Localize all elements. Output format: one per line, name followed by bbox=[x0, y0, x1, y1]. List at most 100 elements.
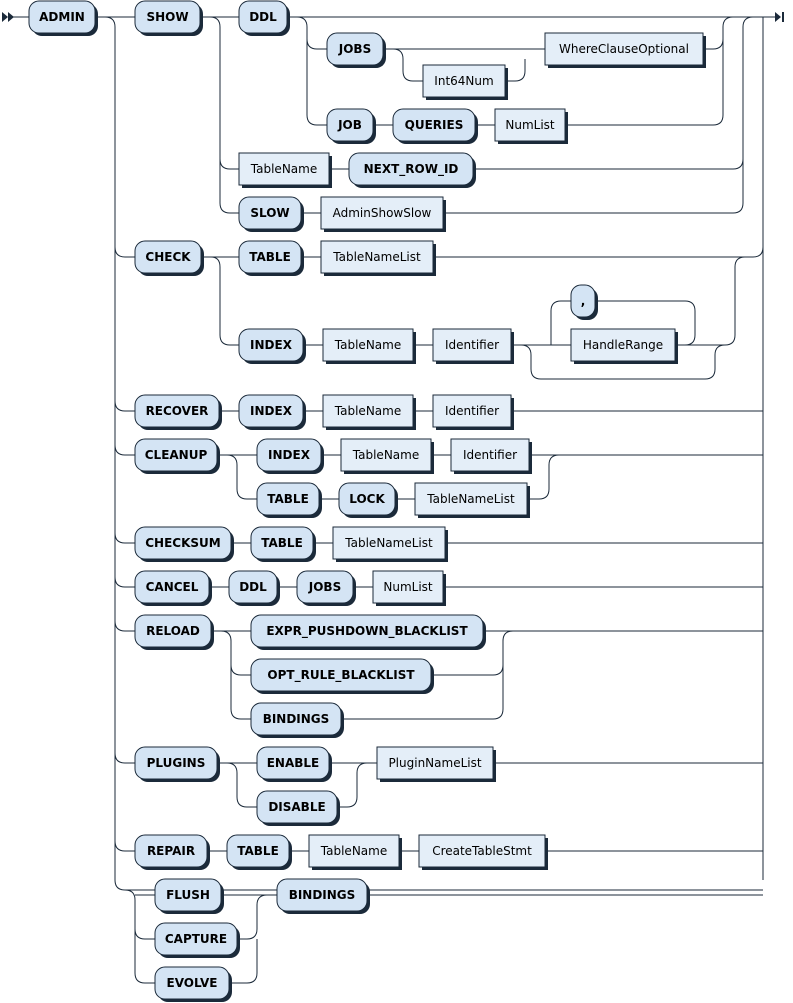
token-ddl: DDL bbox=[238, 0, 290, 36]
token-ddl-2: DDL bbox=[228, 570, 280, 606]
keyword-label: REPAIR bbox=[147, 844, 195, 858]
nonterminal-box bbox=[372, 570, 444, 604]
keyword-label: CLEANUP bbox=[145, 448, 208, 462]
token-table-2: TABLE bbox=[256, 482, 322, 518]
keyword-box bbox=[238, 394, 304, 428]
token-tablenamelist-2: TableNameList bbox=[414, 482, 530, 518]
keyword-box bbox=[256, 790, 338, 824]
connector-line bbox=[230, 664, 251, 676]
keyword-label: TABLE bbox=[261, 536, 303, 550]
connector-line bbox=[443, 159, 744, 214]
token-tablename-4: TableName bbox=[340, 438, 434, 474]
nonterminal-box bbox=[570, 328, 676, 362]
nonterminal-box bbox=[320, 240, 434, 274]
keyword-label: SLOW bbox=[250, 206, 289, 220]
token-admin-show-slow: AdminShowSlow bbox=[320, 196, 446, 232]
connector-line bbox=[675, 256, 746, 346]
start-marker-icon bbox=[2, 12, 8, 22]
keyword-box bbox=[226, 834, 290, 868]
keyword-box bbox=[134, 570, 210, 604]
keyword-box bbox=[134, 746, 218, 780]
connector-lines bbox=[12, 16, 775, 984]
token-queries: QUERIES bbox=[392, 108, 478, 144]
keyword-label: CHECKSUM bbox=[145, 536, 220, 550]
token-cleanup: CLEANUP bbox=[134, 438, 220, 474]
keyword-box bbox=[250, 614, 484, 648]
nonterminal-box bbox=[432, 328, 512, 362]
token-index-2: INDEX bbox=[238, 394, 306, 430]
keyword-label: NEXT_ROW_ID bbox=[364, 162, 459, 177]
keyword-box bbox=[238, 196, 302, 230]
keyword-box bbox=[570, 284, 596, 318]
keyword-box bbox=[238, 240, 302, 274]
keyword-box bbox=[256, 746, 330, 780]
keyword-label: TABLE bbox=[237, 844, 279, 858]
nonterminal-box bbox=[322, 394, 414, 428]
keyword-box bbox=[338, 482, 396, 516]
nonterminal-box bbox=[422, 64, 506, 98]
nonterminal-box bbox=[332, 526, 446, 560]
nonterminal-label: TableName bbox=[320, 844, 387, 858]
keyword-box bbox=[250, 658, 432, 692]
token-lock: LOCK bbox=[338, 482, 398, 518]
connector-line bbox=[505, 59, 526, 82]
token-job: JOB bbox=[326, 108, 376, 144]
keyword-box bbox=[28, 0, 96, 34]
token-check: CHECK bbox=[134, 240, 204, 276]
keyword-box bbox=[134, 834, 208, 868]
keyword-label: PLUGINS bbox=[147, 756, 206, 770]
keyword-box bbox=[134, 614, 212, 648]
connector-line bbox=[104, 16, 763, 891]
token-tablename-2: TableName bbox=[322, 328, 416, 364]
connector-line bbox=[114, 753, 135, 852]
nonterminal-label: TableNameList bbox=[344, 536, 433, 550]
token-checksum: CHECKSUM bbox=[134, 526, 234, 562]
nonterminal-label: Int64Num bbox=[434, 74, 493, 88]
nonterminal-label: NumList bbox=[383, 580, 433, 594]
token-reload: RELOAD bbox=[134, 614, 214, 650]
keyword-label: DISABLE bbox=[268, 800, 325, 814]
token-table-4: TABLE bbox=[226, 834, 292, 870]
nonterminal-label: Identifier bbox=[445, 338, 499, 352]
connector-line bbox=[114, 27, 135, 258]
token-comma: , bbox=[570, 284, 598, 320]
connector-line bbox=[550, 300, 571, 345]
nonterminal-label: WhereClauseOptional bbox=[559, 42, 689, 56]
nonterminal-label: TableName bbox=[334, 404, 401, 418]
keyword-label: JOBS bbox=[338, 42, 371, 56]
keyword-box bbox=[134, 438, 218, 472]
keyword-box bbox=[392, 108, 476, 142]
connector-line bbox=[114, 621, 135, 764]
keyword-box bbox=[228, 570, 278, 604]
keyword-label: CHECK bbox=[145, 250, 191, 264]
nonterminal-box bbox=[322, 328, 414, 362]
nonterminal-box bbox=[414, 482, 528, 516]
keyword-box bbox=[154, 966, 230, 1000]
token-numlist-2: NumList bbox=[372, 570, 446, 606]
token-identifier-1: Identifier bbox=[432, 328, 514, 364]
token-next-row-id: NEXT_ROW_ID bbox=[348, 152, 476, 188]
connector-line bbox=[220, 630, 251, 720]
token-numlist-1: NumList bbox=[494, 108, 568, 144]
keyword-label: JOBS bbox=[308, 580, 341, 594]
nonterminal-label: HandleRange bbox=[583, 338, 663, 352]
keyword-label: INDEX bbox=[268, 448, 311, 462]
nonterminal-label: TableName bbox=[352, 448, 419, 462]
nonterminal-box bbox=[340, 438, 432, 472]
token-plugins: PLUGINS bbox=[134, 746, 220, 782]
token-disable: DISABLE bbox=[256, 790, 340, 826]
connector-line bbox=[565, 39, 724, 126]
token-tablename-5: TableName bbox=[308, 834, 402, 870]
connector-line bbox=[337, 762, 368, 808]
terminal-markers bbox=[2, 12, 784, 22]
keyword-label: BINDINGS bbox=[263, 712, 330, 726]
connector-line bbox=[595, 300, 696, 346]
token-table-1: TABLE bbox=[238, 240, 304, 276]
keyword-label: QUERIES bbox=[405, 118, 464, 132]
keyword-label: EXPR_PUSHDOWN_BLACKLIST bbox=[266, 624, 468, 639]
keyword-box bbox=[154, 878, 222, 912]
connector-line bbox=[114, 445, 135, 544]
token-bindings-1: BINDINGS bbox=[250, 702, 344, 738]
token-evolve: EVOLVE bbox=[154, 966, 232, 1002]
